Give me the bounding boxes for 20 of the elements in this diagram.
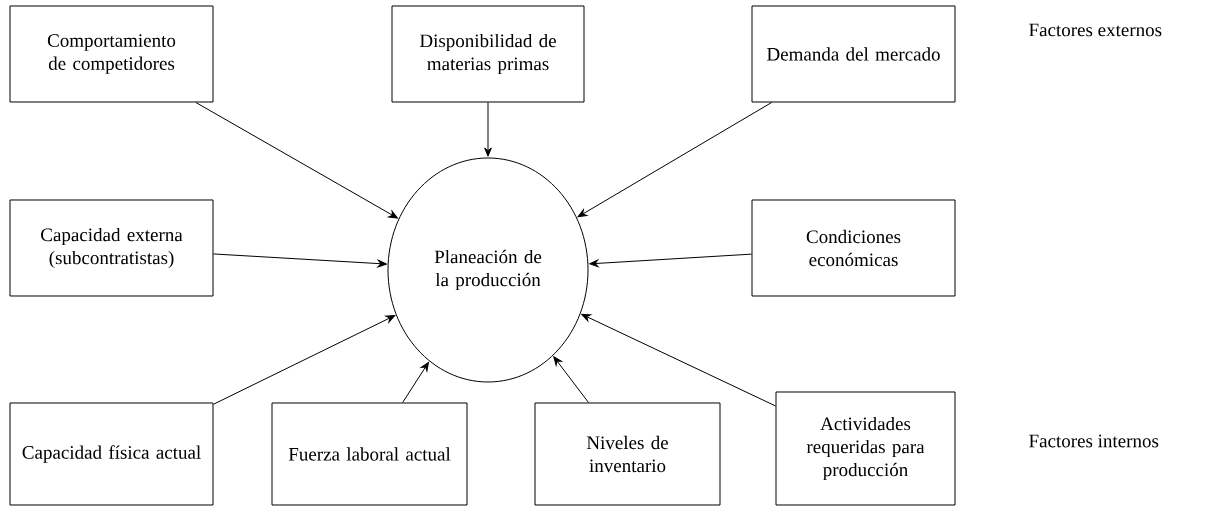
factor-box: Capacidad física actual <box>9 402 214 506</box>
arrow <box>484 102 492 157</box>
arrow <box>589 253 752 268</box>
arrow <box>577 102 773 218</box>
factor-box: Condiciones económicas <box>751 199 956 297</box>
arrow <box>402 361 430 403</box>
arrow <box>213 253 387 268</box>
arrow <box>195 102 398 219</box>
factor-box: Disponibilidad de materias primas <box>391 5 585 103</box>
factor-box: Actividades requeridas para producción <box>775 391 956 506</box>
arrow <box>213 315 396 405</box>
arrow <box>553 356 589 403</box>
factor-box: Comportamiento de competidores <box>9 5 214 103</box>
side-label: Factores externos <box>1029 23 1162 37</box>
factor-box: Niveles de inventario <box>534 402 721 506</box>
side-label: Factores internos <box>1029 434 1159 448</box>
arrow <box>581 313 776 407</box>
factor-box: Fuerza laboral actual <box>271 402 468 506</box>
factor-box: Capacidad externa (subcontratistas) <box>9 199 214 297</box>
factor-box: Demanda del mercado <box>751 5 956 103</box>
